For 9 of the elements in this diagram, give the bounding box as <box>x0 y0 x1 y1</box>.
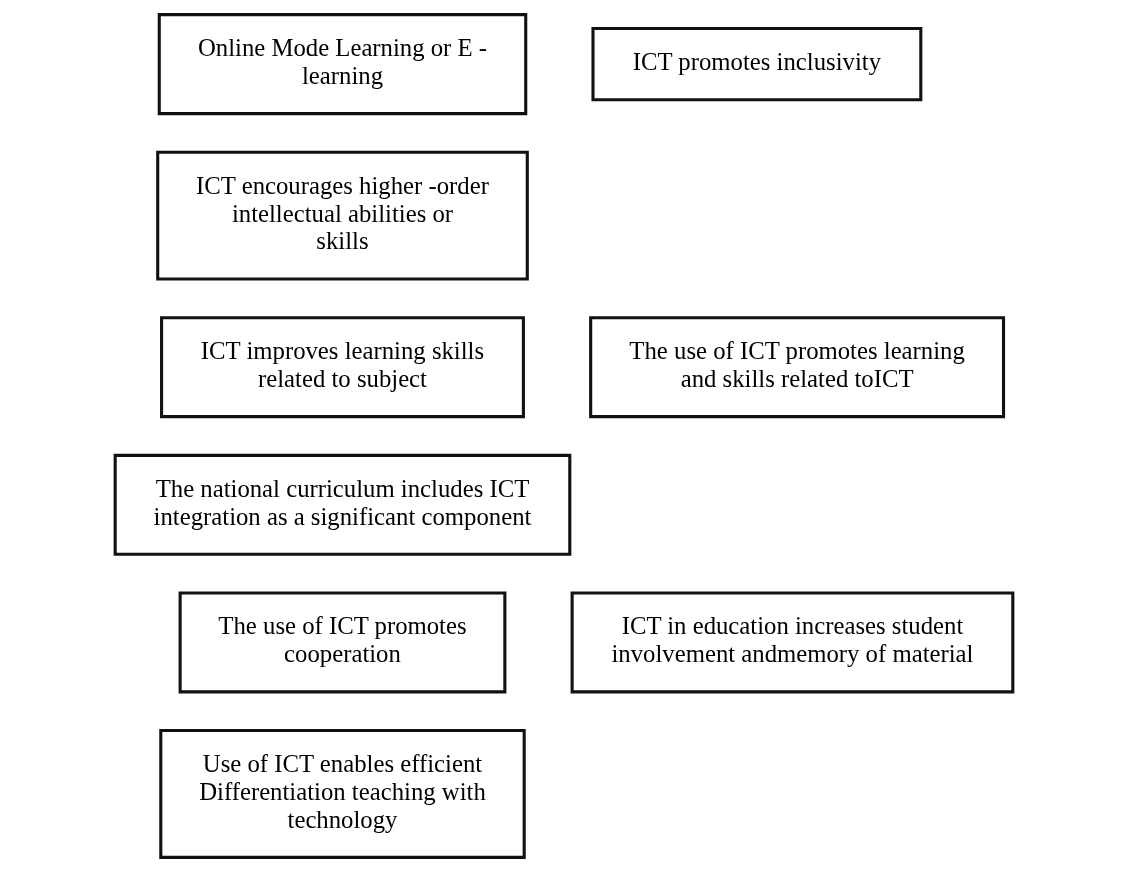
node-box: ICT encourages higher -order intellectual abilities or skills <box>156 150 529 281</box>
node-box: ICT promotes inclusivity <box>591 27 923 102</box>
node-box: The national curriculum includes ICT integration as a significant component <box>113 453 572 556</box>
node-box: Use of ICT enables efficient Differentiation teaching with technology <box>159 729 526 859</box>
node-box: ICT improves learning skills related to subject <box>160 316 525 419</box>
node-box: The use of ICT promotes learning and skills related toICT <box>589 316 1006 419</box>
node-box: ICT in education increases student involvement andmemory of material <box>570 591 1015 694</box>
node-box: The use of ICT promotes cooperation <box>178 591 507 694</box>
node-box: Online Mode Learning or E - learning <box>157 13 528 116</box>
